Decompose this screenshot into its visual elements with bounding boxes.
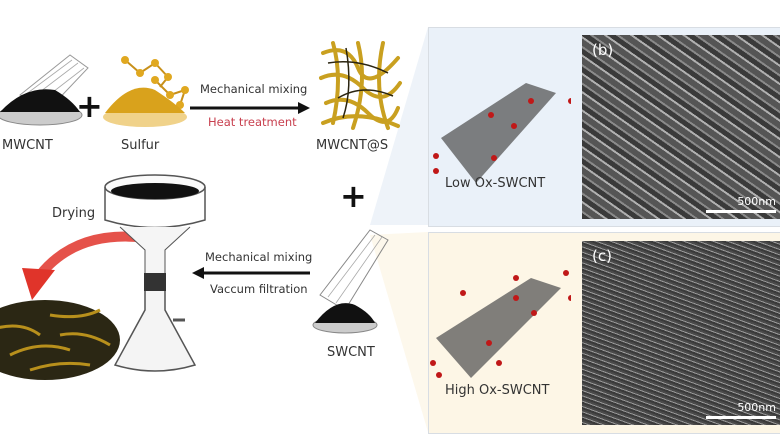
mwcnt-s-label: MWCNT@S [316, 138, 389, 153]
mixing-label-top: Mechanical mixing [200, 82, 308, 96]
high-ox-label: High Ox-SWCNT [445, 383, 550, 398]
low-ox-label: Low Ox-SWCNT [445, 176, 546, 191]
mixing-label-bottom: Mechanical mixing [205, 250, 313, 264]
scale-label: 500nm [737, 401, 776, 414]
drying-label: Drying [52, 206, 96, 221]
scale-label: 500nm [737, 195, 776, 208]
high-ox-molecule-image [430, 270, 571, 378]
heat-treatment-label: Heat treatment [208, 115, 297, 129]
sulfur-dish-image [103, 56, 189, 127]
low-ox-molecule-image [433, 83, 571, 183]
plus-icon: + [76, 87, 103, 125]
swcnt-dish-image [312, 229, 389, 334]
panel-c-label: (c) [592, 247, 612, 265]
sem-image-b: (b) 500nm [582, 35, 780, 219]
scale-bar-c: 500nm [706, 401, 776, 419]
high-ox-panel: High Ox-SWCNT (c) 500nm [428, 232, 780, 434]
right-arrow-icon [190, 102, 310, 114]
mwcnt-dish-image [0, 54, 89, 126]
drying-arrow-and-film [0, 231, 161, 380]
sem-image-c: (c) 500nm [582, 241, 780, 425]
low-ox-panel: Low Ox-SWCNT (b) 500nm [428, 27, 780, 227]
swcnt-label: SWCNT [327, 345, 375, 360]
plus-icon: + [340, 177, 367, 215]
panel-b-label: (b) [592, 41, 614, 59]
sulfur-label: Sulfur [121, 138, 160, 153]
filtration-flask-image [104, 174, 206, 372]
vacuum-filtration-label: Vaccum filtration [210, 282, 308, 296]
mwcnt-s-image [319, 41, 402, 130]
mwcnt-label: MWCNT [2, 138, 53, 153]
scale-bar-b: 500nm [706, 195, 776, 213]
left-arrow-icon [192, 267, 310, 279]
